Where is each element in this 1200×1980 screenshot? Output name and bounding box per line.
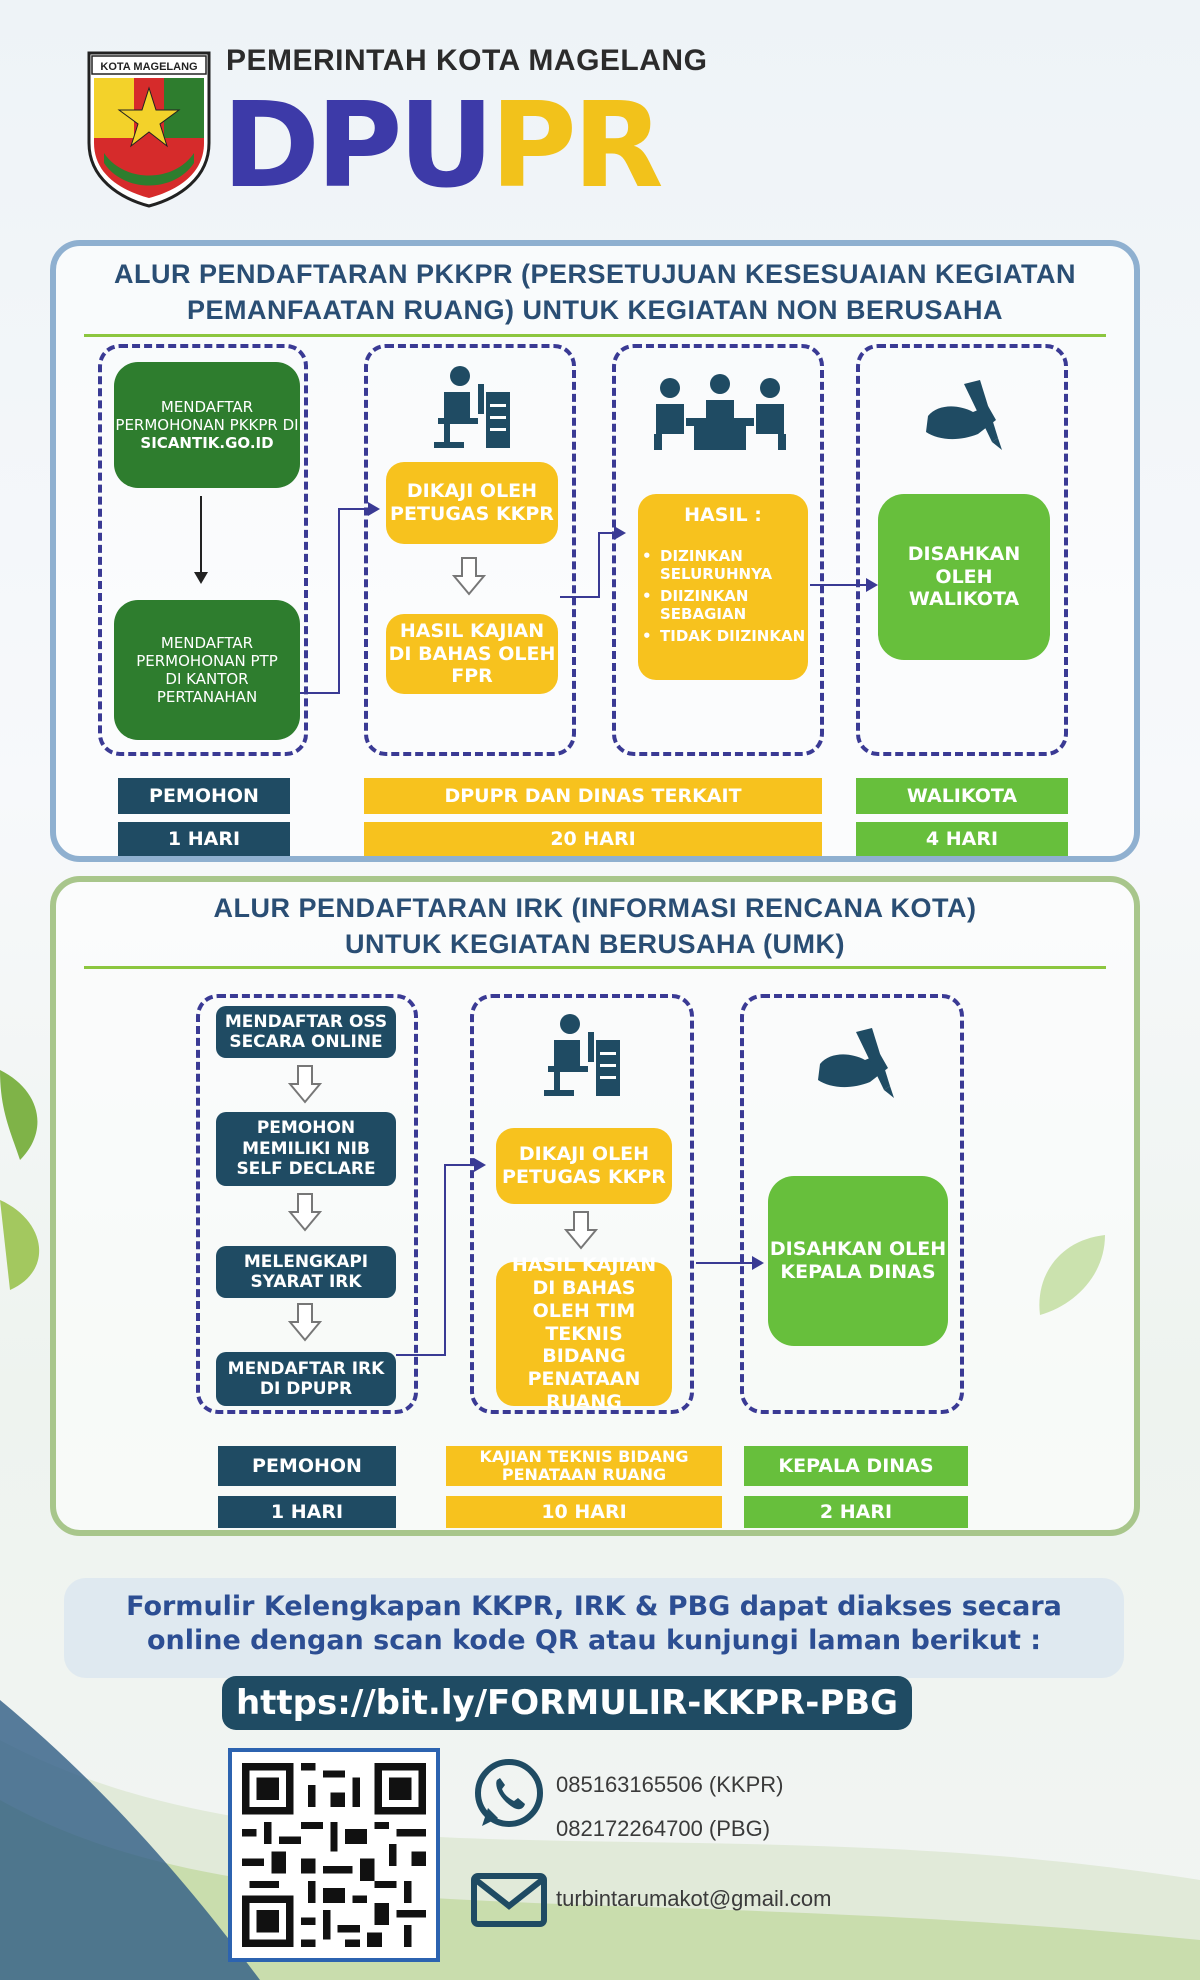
duration-dpupr: 20 HARI: [364, 822, 822, 856]
step-review-kkpr: DIKAJI OLEH PETUGAS KKPR: [386, 462, 558, 544]
duration-applicant: 1 HARI: [118, 822, 290, 856]
step-approved-walikota: DISAHKAN OLEH WALIKOTA: [878, 494, 1050, 660]
email-address[interactable]: turbintarumakot@gmail.com: [556, 1886, 832, 1911]
pkkpr-result-box: [612, 344, 824, 756]
connector-line: [300, 692, 340, 694]
pkkpr-title-line1: ALUR PENDAFTARAN PKKPR (PERSETUJUAN KESE…: [113, 259, 1077, 289]
leaf-decoration-left: [0, 1070, 40, 1290]
result-list: DIZINKAN SELURUHNYA DIIZINKAN SEBAGIAN T…: [638, 543, 808, 645]
brand-title-part1: DPU: [222, 76, 494, 214]
brand-title: DPUPR: [222, 86, 664, 204]
result-item: DIIZINKAN SEBAGIAN: [638, 587, 808, 623]
step-register-ptp: MENDAFTAR PERMOHONAN PTP DI KANTOR PERTA…: [114, 600, 300, 740]
connector-line: [444, 1164, 446, 1356]
duration-walikota: 4 HARI: [856, 822, 1068, 856]
step-approved-kepala-dinas: DISAHKAN OLEH KEPALA DINAS: [768, 1176, 948, 1346]
irk-applicant-box: [196, 994, 418, 1414]
logo-text: KOTA MAGELANG: [100, 61, 197, 73]
connector-line: [396, 1354, 446, 1356]
connector-line: [560, 596, 600, 598]
worker-desk-icon: [434, 366, 510, 448]
signing-hand-icon: [926, 380, 1002, 450]
step-register-irk: MENDAFTAR IRK DI DPUPR: [216, 1352, 396, 1406]
step-review-kkpr-irk: DIKAJI OLEH PETUGAS KKPR: [496, 1128, 672, 1204]
whatsapp-icon: [475, 1759, 543, 1827]
actor-kepala-dinas: KEPALA DINAS: [744, 1446, 968, 1486]
info-line1: Formulir Kelengkapan KKPR, IRK & PBG dap…: [126, 1591, 1062, 1622]
duration-tim-teknis: 10 HARI: [446, 1496, 722, 1528]
right-arrow: [752, 1256, 764, 1270]
actor-tim-teknis: KAJIAN TEKNIS BIDANG PENATAAN RUANG: [446, 1446, 722, 1486]
step-register-pkkpr: MENDAFTAR PERMOHONAN PKKPR DI SICANTIK.G…: [114, 362, 300, 488]
actor-applicant: PEMOHON: [118, 778, 290, 814]
irk-title-line1: ALUR PENDAFTARAN IRK (INFORMASI RENCANA …: [213, 893, 977, 923]
down-connector: [200, 496, 202, 574]
right-arrow: [368, 502, 380, 516]
down-hollow-arrow: [452, 557, 486, 596]
connector-line: [338, 508, 340, 694]
result-box: HASIL : DIZINKAN SELURUHNYA DIIZINKAN SE…: [638, 494, 808, 680]
actor-walikota: WALIKOTA: [856, 778, 1068, 814]
right-arrow: [614, 526, 626, 540]
step-discussed-fpr: HASIL KAJIAN DI BAHAS OLEH FPR: [386, 614, 558, 694]
pkkpr-title-divider: [84, 334, 1106, 337]
connector-line: [444, 1164, 476, 1166]
phone-kkpr[interactable]: 085163165506 (KKPR): [556, 1772, 784, 1797]
down-hollow-arrow: [564, 1211, 598, 1250]
irk-title-line2: UNTUK KEGIATAN BERUSAHA (UMK): [345, 929, 845, 959]
step-nib: PEMOHON MEMILIKI NIB SELF DECLARE: [216, 1112, 396, 1186]
qr-code[interactable]: [228, 1748, 440, 1962]
pkkpr-flow-title: ALUR PENDAFTARAN PKKPR (PERSETUJUAN KESE…: [50, 256, 1140, 328]
step-register-pkkpr-label: MENDAFTAR PERMOHONAN PKKPR DI: [115, 398, 299, 434]
government-name: PEMERINTAH KOTA MAGELANG: [226, 44, 708, 77]
sicantik-site-label: SICANTIK.GO.ID: [140, 434, 274, 452]
meeting-icon: [654, 374, 786, 450]
connector-line: [598, 532, 600, 598]
right-arrow: [866, 578, 878, 592]
connector-line: [696, 1262, 754, 1264]
down-hollow-arrow: [288, 1193, 322, 1232]
connector-line: [810, 584, 868, 586]
result-title: HASIL :: [684, 504, 762, 526]
result-item: DIZINKAN SELURUHNYA: [638, 547, 808, 583]
down-hollow-arrow: [288, 1303, 322, 1342]
step-register-oss: MENDAFTAR OSS SECARA ONLINE: [216, 1006, 396, 1058]
result-item: TIDAK DIIZINKAN: [638, 627, 808, 645]
info-text: Formulir Kelengkapan KKPR, IRK & PBG dap…: [64, 1590, 1124, 1658]
actor-dpupr: DPUPR DAN DINAS TERKAIT: [364, 778, 822, 814]
connector-line: [598, 532, 616, 534]
down-arrow: [194, 572, 208, 584]
irk-review-box: [470, 994, 694, 1414]
phone-pbg[interactable]: 082172264700 (PBG): [556, 1816, 771, 1841]
irk-flow-panel: [50, 876, 1140, 1536]
right-arrow: [474, 1158, 486, 1172]
logo-emblem: KOTA MAGELANG: [87, 51, 211, 208]
step-discussed-tim: HASIL KAJIAN DI BAHAS OLEH TIM TEKNIS BI…: [496, 1254, 672, 1413]
irk-approval-box: [740, 994, 964, 1414]
pkkpr-title-line2: PEMANFAATAN RUANG) UNTUK KEGIATAN NON BE…: [187, 295, 1003, 325]
pkkpr-approval-box: [856, 344, 1068, 756]
irk-flow-title: ALUR PENDAFTARAN IRK (INFORMASI RENCANA …: [50, 890, 1140, 962]
actor-applicant: PEMOHON: [218, 1446, 396, 1486]
duration-kepala-dinas: 2 HARI: [744, 1496, 968, 1528]
down-hollow-arrow: [288, 1065, 322, 1104]
signing-hand-icon: [818, 1028, 894, 1098]
info-line2: online dengan scan kode QR atau kunjungi…: [146, 1625, 1042, 1656]
qr-code-pattern: [242, 1763, 426, 1947]
form-url-link[interactable]: https://bit.ly/FORMULIR-KKPR-PBG: [222, 1676, 912, 1730]
pkkpr-review-box: [364, 344, 576, 756]
pkkpr-applicant-box: [98, 344, 308, 756]
worker-desk-icon: [544, 1014, 620, 1096]
irk-title-divider: [84, 966, 1106, 969]
step-requirements: MELENGKAPI SYARAT IRK: [216, 1246, 396, 1298]
connector-line: [338, 508, 370, 510]
info-background: [64, 1578, 1124, 1678]
mail-icon: [471, 1873, 547, 1927]
duration-applicant: 1 HARI: [218, 1496, 396, 1528]
brand-title-part2: PR: [490, 76, 663, 214]
